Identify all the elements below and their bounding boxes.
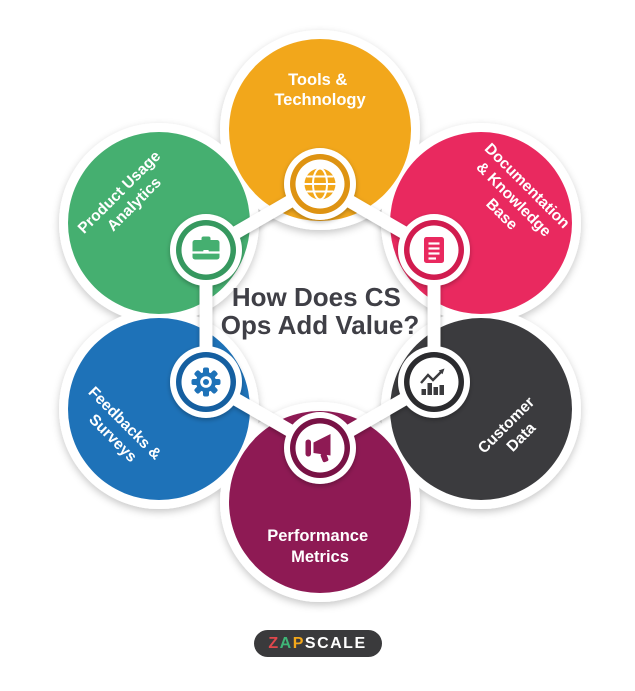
document-icon: [404, 220, 464, 280]
megaphone-icon: [290, 418, 350, 478]
label-performance-metrics: Performance Metrics: [267, 527, 372, 566]
gear-icon: [176, 352, 236, 412]
petal-tools-technology: [229, 39, 411, 221]
zapscale-logo: Z A P SCALE: [253, 630, 382, 657]
logo-letter-a: A: [279, 634, 293, 652]
page-title: How Does CS Ops Add Value?: [221, 282, 419, 340]
logo-text-scale: SCALE: [304, 634, 367, 652]
briefcase-icon: [176, 220, 236, 280]
bar-chart-icon: [404, 352, 464, 412]
logo-letter-p: P: [292, 634, 305, 652]
globe-icon: [290, 154, 350, 214]
label-tools-technology: Tools & Technology: [274, 71, 366, 109]
logo-letter-z: Z: [268, 634, 280, 652]
petal-performance-metrics: [229, 411, 411, 593]
